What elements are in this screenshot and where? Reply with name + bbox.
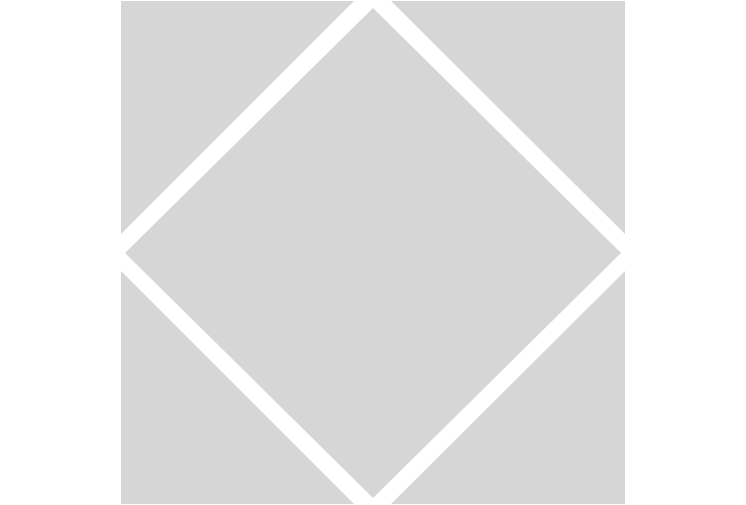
tile-top-right (391, 1, 625, 234)
tile-bottom-left (121, 271, 354, 504)
tile-top-left (121, 1, 354, 234)
tile-bottom-right (391, 271, 625, 504)
tile-center-diamond (125, 8, 621, 498)
